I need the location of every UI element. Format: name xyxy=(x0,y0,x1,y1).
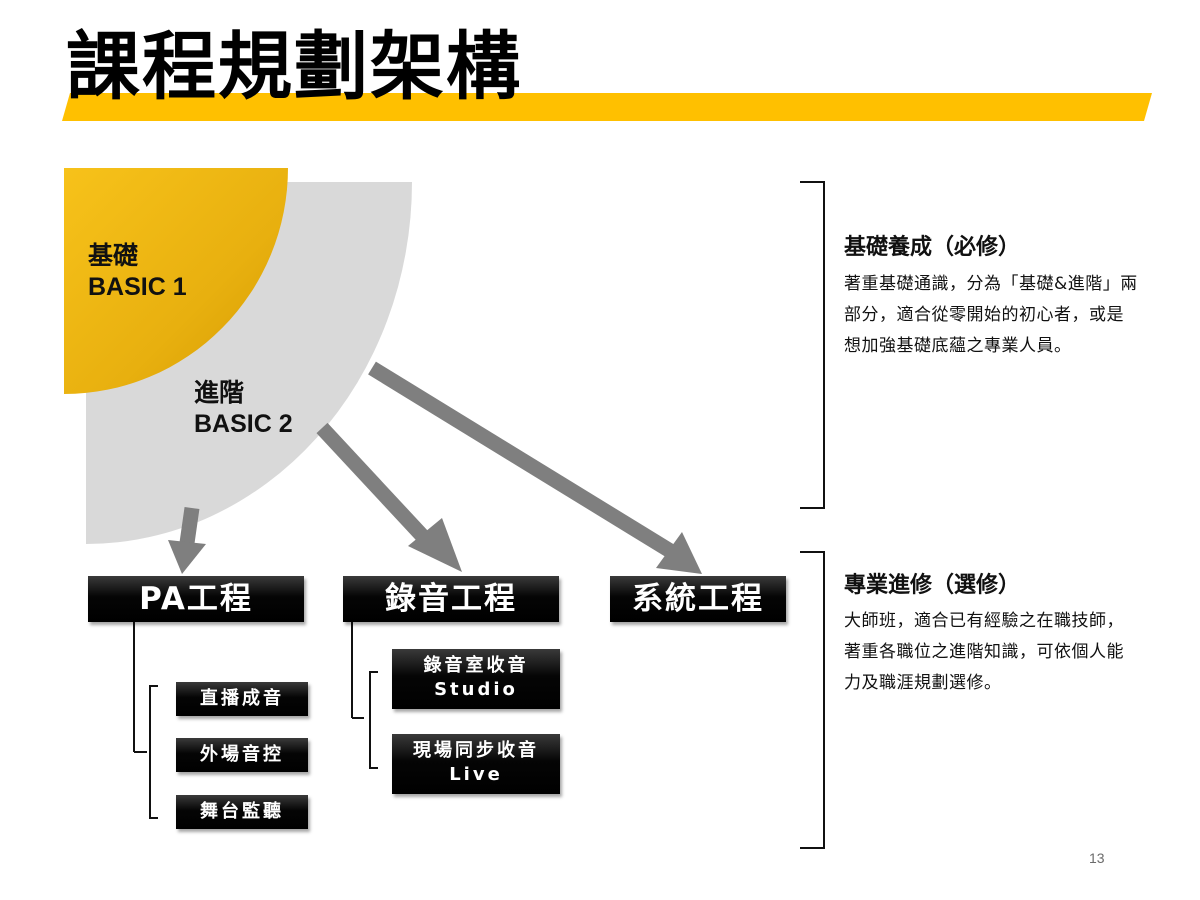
page-title: 課程規劃架構 xyxy=(66,24,522,110)
recording-item-live-en: Live xyxy=(449,764,503,785)
advanced-bracket xyxy=(800,551,825,849)
recording-tree-connector xyxy=(351,620,378,769)
pa-item-broadcast: 直播成音 xyxy=(176,682,308,716)
arrow-to-recording xyxy=(316,422,462,572)
arrow-to-pa xyxy=(168,506,206,574)
recording-item-studio-zh: 錄音室收音 xyxy=(423,655,529,676)
track-system-box: 系統工程 xyxy=(610,576,786,622)
foundation-bracket xyxy=(800,181,825,509)
foundation-description: 著重基礎通識，分為「基礎&進階」兩部分，適合從零開始的初心者，或是想加強基礎底蘊… xyxy=(844,274,1138,356)
advanced-title: 專業進修（選修） xyxy=(844,573,1021,598)
basic2-label-en: BASIC 2 xyxy=(194,410,293,438)
pa-item-foh: 外場音控 xyxy=(176,738,308,772)
recording-item-live-zh: 現場同步收音 xyxy=(413,740,539,761)
pa-tree-connector xyxy=(133,620,158,819)
arrow-to-system xyxy=(368,361,702,574)
pa-item-monitor: 舞台監聽 xyxy=(176,795,308,829)
advanced-description: 大師班，適合已有經驗之在職技師，著重各職位之進階知識，可依個人能力及職涯規劃選修… xyxy=(844,611,1124,693)
recording-item-studio-en: Studio xyxy=(434,679,518,700)
basic1-label-zh: 基礎 xyxy=(88,242,139,270)
basic1-label: 基礎 BASIC 1 xyxy=(88,241,187,303)
basic1-fan-shape xyxy=(64,168,288,394)
recording-item-studio: 錄音室收音 Studio xyxy=(392,649,560,709)
track-recording-box: 錄音工程 xyxy=(343,576,559,622)
basic2-label: 進階 BASIC 2 xyxy=(194,378,293,440)
basic1-label-en: BASIC 1 xyxy=(88,273,187,301)
recording-item-live: 現場同步收音 Live xyxy=(392,734,560,794)
foundation-title: 基礎養成（必修） xyxy=(844,235,1021,260)
title-underline-bar xyxy=(62,93,1152,121)
basic2-label-zh: 進階 xyxy=(194,379,245,407)
page-number: 13 xyxy=(1089,850,1105,866)
track-pa-box: PA工程 xyxy=(88,576,304,622)
